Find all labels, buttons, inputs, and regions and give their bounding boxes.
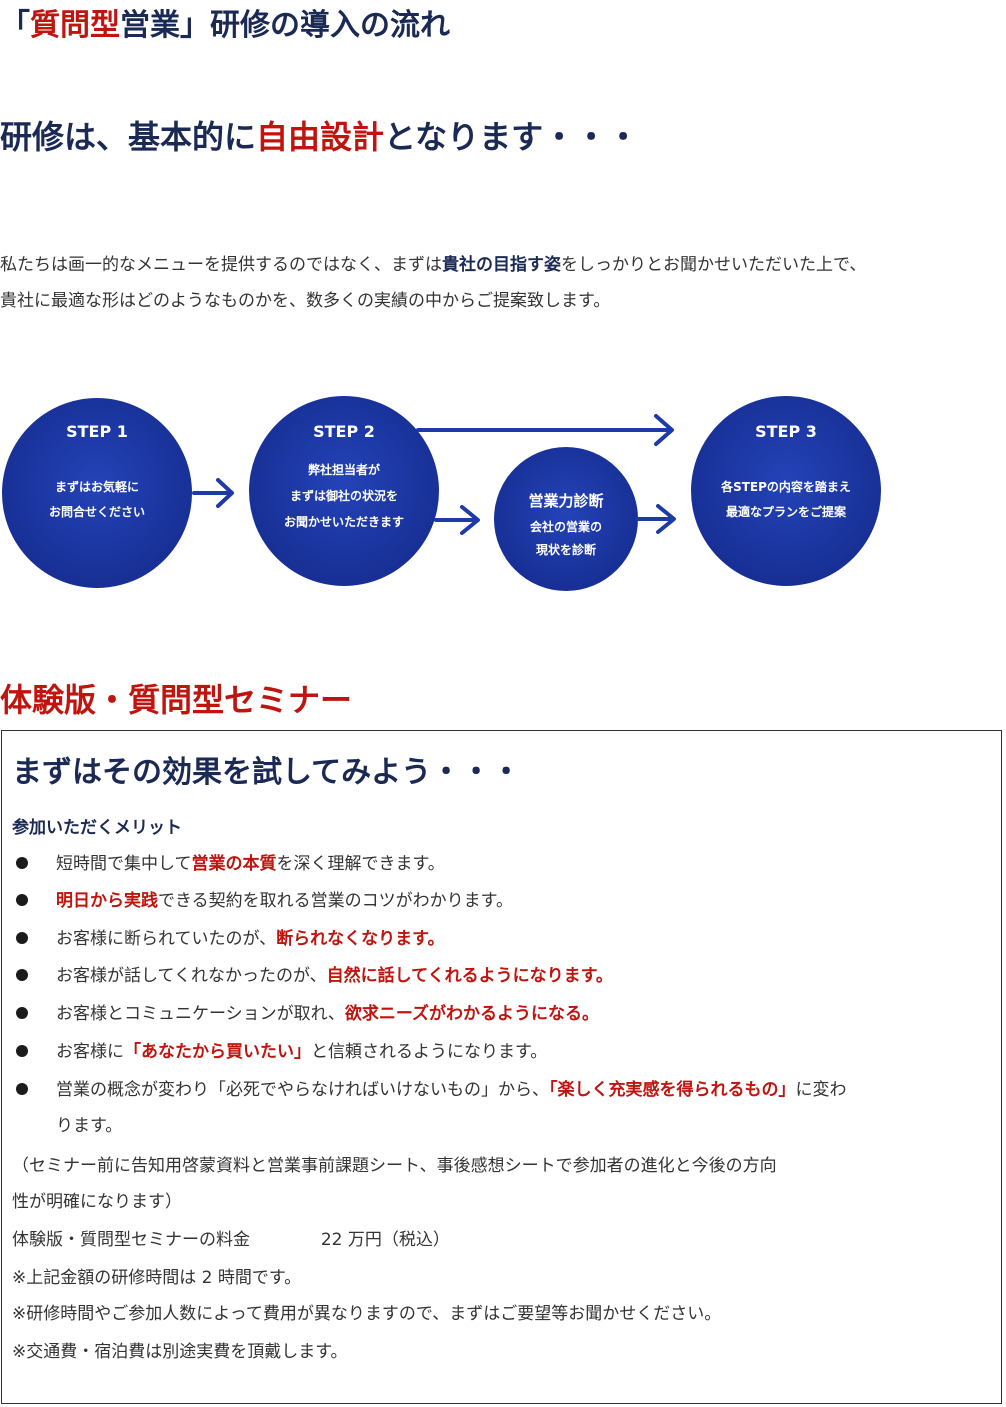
item-text: お客様が話してくれなかったのが、	[56, 966, 327, 986]
diagnosis-line1: 会社の営業の	[530, 519, 602, 534]
heading-pre: 研修は、基本的に	[0, 118, 257, 156]
box-title: まずはその効果を試してみよう・・・	[12, 755, 522, 790]
item-text: お客様に	[56, 1042, 124, 1062]
item-emphasis: 自然に話してくれるようになります。	[326, 966, 613, 986]
item-text: に変わ	[795, 1080, 847, 1100]
step2-line2: まずは御社の状況を	[290, 488, 398, 503]
step3-circle: STEP 3 各STEPの内容を踏まえ 最適なプランをご提案	[691, 396, 881, 586]
step2-circle: STEP 2 弊社担当者が まずは御社の状況を お聞かせいただきます	[249, 396, 439, 586]
section-heading-free-design: 研修は、基本的に自由設計となります・・・	[0, 112, 639, 158]
item-text: お客様とコミュニケーションが取れ、	[56, 1004, 345, 1024]
item-text: と信頼されるようになります。	[311, 1042, 548, 1062]
step2-line3: お聞かせいただきます	[284, 515, 404, 529]
seminar-box: まずはその効果を試してみよう・・・ 参加いただくメリット 短時間で集中して営業の…	[1, 730, 1002, 1404]
item-emphasis: 欲求ニーズがわかるようになる。	[344, 1004, 599, 1024]
arrow-right-icon	[416, 414, 674, 446]
step3-title: STEP 3	[755, 422, 817, 441]
item-text: ります。	[56, 1116, 123, 1136]
item-emphasis: 営業の本質	[191, 854, 277, 874]
item-emphasis: 「あなたから買いたい」	[124, 1042, 311, 1062]
step1-circle: STEP 1 まずはお気軽に お問合せください	[2, 398, 192, 588]
item-text: 短時間で集中して	[56, 854, 192, 874]
step2-line1: 弊社担当者が	[308, 462, 380, 477]
diagnosis-line2: 現状を診断	[536, 542, 596, 557]
bullet-icon	[16, 894, 28, 906]
footnote: ※交通費・宿泊費は別途実費を頂戴します。	[12, 1342, 348, 1362]
note-line-1: （セミナー前に告知用啓蒙資料と営業事前課題シート、事後感想シートで参加者の進化と…	[12, 1156, 777, 1176]
intro-text: 私たちは画一的なメニューを提供するのではなく、まずは	[0, 255, 442, 275]
item-text: 営業の概念が変わり「必死でやらなければいけないもの」から、	[56, 1080, 549, 1100]
item-emphasis: 断られなくなります。	[276, 929, 445, 949]
bullet-icon	[16, 932, 28, 944]
title-open-bracket: 「	[0, 8, 30, 43]
step2-title: STEP 2	[313, 422, 375, 441]
bullet-icon	[16, 1045, 28, 1057]
step3-line1: 各STEPの内容を踏まえ	[720, 479, 851, 494]
merit-heading: 参加いただくメリット	[12, 818, 182, 838]
item-text: できる契約を取れる営業のコツがわかります。	[158, 891, 513, 911]
footnote: ※上記金額の研修時間は 2 時間です。	[12, 1268, 302, 1288]
arrow-right-icon	[636, 504, 676, 534]
note-line-2: 性が明確になります）	[12, 1192, 182, 1212]
step1-title: STEP 1	[66, 422, 128, 441]
intro-emphasis: 貴社の目指す姿	[442, 255, 561, 275]
price-row: 体験版・質問型セミナーの料金 22 万円（税込）	[12, 1225, 450, 1250]
item-emphasis: 明日から実践	[56, 891, 158, 911]
intro-line-2: 貴社に最適な形はどのようなものかを、数多くの実績の中からご提案致します。	[0, 291, 611, 311]
price-value: 22 万円（税込）	[320, 1230, 450, 1250]
item-emphasis: 「楽しく充実感を得られるもの」	[549, 1080, 796, 1100]
step1-line1: まずはお気軽に	[55, 479, 139, 494]
heading-post: となります・・・	[384, 118, 640, 156]
bullet-icon	[16, 969, 28, 981]
step1-line2: お問合せください	[49, 504, 145, 519]
item-text: を深く理解できます。	[276, 854, 445, 874]
item-text: お客様に断られていたのが、	[56, 929, 277, 949]
arrow-right-icon	[192, 478, 234, 508]
title-highlight: 質問型	[30, 8, 120, 43]
arrow-right-icon	[434, 505, 480, 535]
diagnosis-title: 営業力診断	[528, 492, 603, 510]
footnote: ※研修時間やご参加人数によって費用が異なりますので、まずはご要望等お聞かせくださ…	[12, 1304, 722, 1324]
bullet-icon	[16, 857, 28, 869]
heading-highlight: 自由設計	[256, 118, 385, 156]
title-rest: 営業」研修の導入の流れ	[120, 8, 450, 43]
page-title: 「質問型営業」研修の導入の流れ	[0, 0, 450, 44]
step3-line2: 最適なプランをご提案	[726, 504, 847, 519]
price-label: 体験版・質問型セミナーの料金	[12, 1230, 250, 1250]
intro-line-1: 私たちは画一的なメニューを提供するのではなく、まずは貴社の目指す姿をしっかりとお…	[0, 250, 866, 275]
seminar-heading: 体験版・質問型セミナー	[0, 681, 353, 719]
diagnosis-circle: 営業力診断 会社の営業の 現状を診断	[494, 447, 638, 591]
bullet-icon	[16, 1007, 28, 1019]
intro-text: をしっかりとお聞かせいただいた上で、	[561, 255, 867, 275]
flow-diagram: STEP 1 まずはお気軽に お問合せください STEP 2 弊社担当者が まず…	[2, 396, 881, 591]
bullet-icon	[16, 1083, 28, 1095]
